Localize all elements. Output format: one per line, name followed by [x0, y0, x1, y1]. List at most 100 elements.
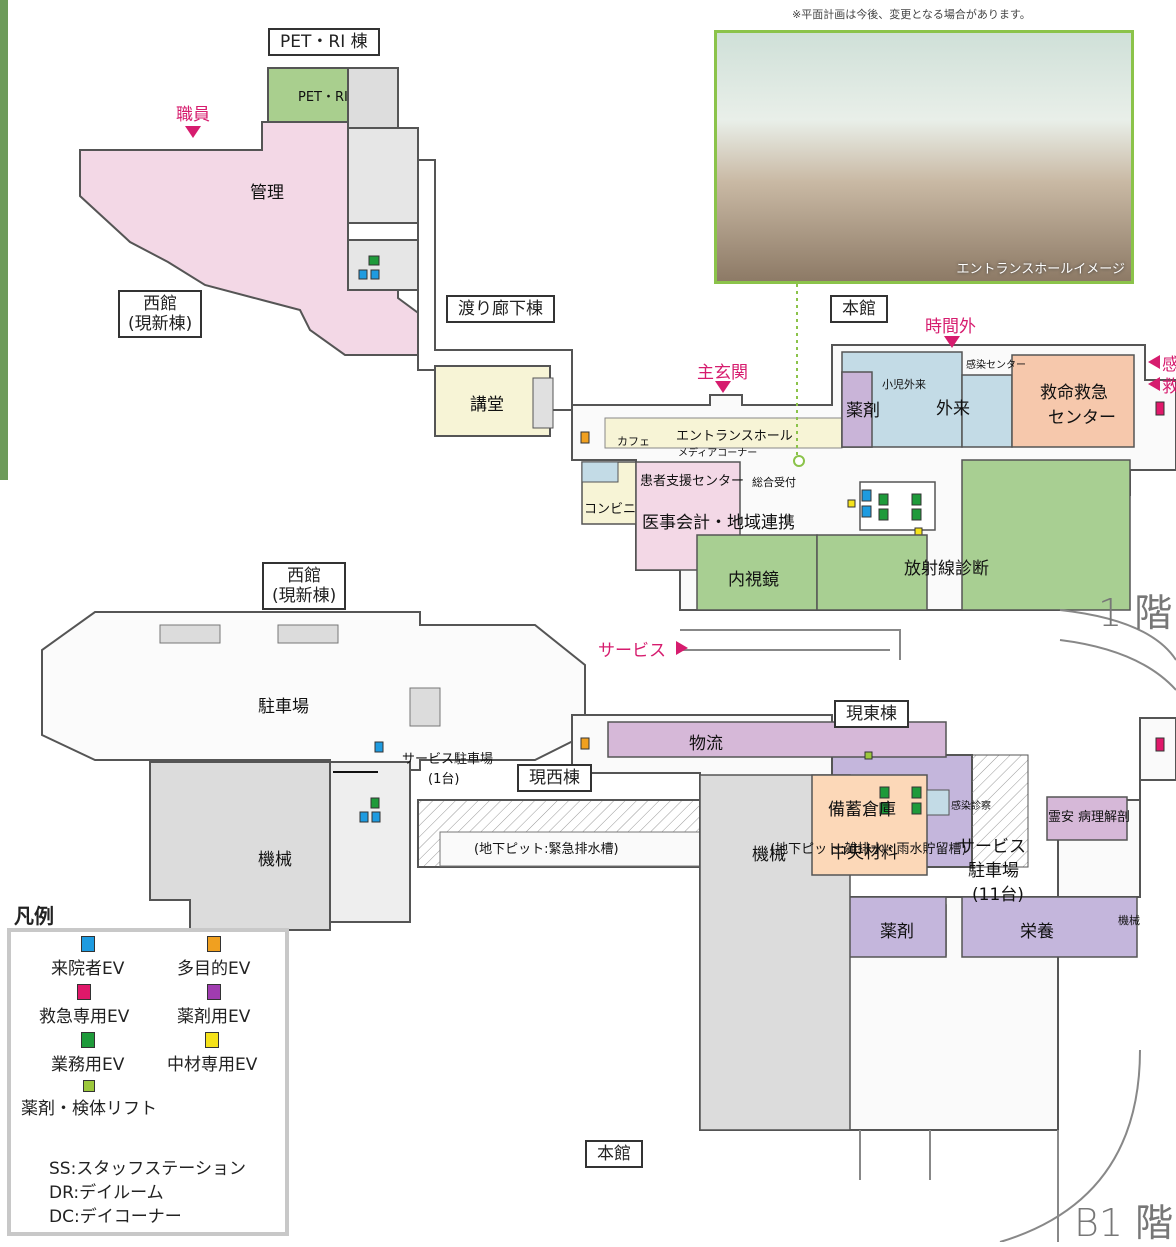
main-building-label: 本館 [830, 295, 888, 323]
b1-west-building-label: 西館 (現新棟) [262, 562, 347, 610]
side-entrance-label-2: 救 [1162, 377, 1176, 397]
legend-label-service-ev: 業務用EV [51, 1055, 125, 1075]
auditorium-area [434, 365, 551, 437]
central-supply-area [811, 774, 928, 876]
room-infection-exam: 感染診察 [951, 801, 991, 812]
side-entrance-arrow-2 [1148, 377, 1160, 391]
legend-label-sterile-ev: 中材専用EV [167, 1055, 258, 1075]
service-entrance-label: サービス [598, 641, 666, 661]
corridor-building-label: 渡り廊下棟 [446, 295, 555, 323]
side-entrance-label-1: 感 [1162, 355, 1176, 375]
room-pathology: 病理解剖 [1078, 810, 1131, 825]
endoscopy-area [696, 534, 818, 611]
b1-west-building-label-line2: (現新棟) [272, 586, 337, 606]
room-radiology: 放射線診断 [904, 559, 989, 579]
room-mortuary: 霊安 [1048, 810, 1075, 825]
legend-item-emergency-ev: 救急専用EV [39, 984, 129, 1027]
b1-west-building-label-line1: 西館 [287, 566, 322, 586]
room-nutrition: 栄養 [1020, 922, 1054, 942]
room-endoscopy: 内視鏡 [728, 570, 779, 590]
legend-label-multipurpose-ev: 多目的EV [177, 959, 251, 979]
pet-ri-building-label: PET・RI 棟 [268, 28, 380, 56]
room-pediatric: 小児外来 [882, 378, 926, 391]
room-storage: 備蓄倉庫 [828, 800, 896, 820]
legend-label-pharmacy-ev: 薬剤用EV [177, 1007, 251, 1027]
room-pharmacy-1f: 薬剤 [846, 401, 880, 421]
landscape-strip [0, 0, 8, 480]
room-machinery-east: 機械 [1118, 914, 1140, 927]
room-service-parking-line1: サービス [958, 837, 1026, 857]
legend-item-pharmacy-ev: 薬剤用EV [177, 984, 250, 1027]
room-convenience: コンビニ [584, 502, 637, 517]
legend-title: 凡例 [14, 904, 54, 928]
room-entrance-hall: エントランスホール [676, 429, 793, 444]
room-pharmacy-b1: 薬剤 [880, 922, 914, 942]
legend-swatch-sterile-ev [205, 1032, 220, 1048]
current-east-building-label: 現東棟 [834, 700, 909, 728]
legend-box: 来院者EV 多目的EV 救急専用EV 薬剤用EV 業務用EV 中材専用EV 薬剤… [7, 928, 289, 1236]
current-west-building-label: 現西棟 [517, 764, 592, 792]
emergency-area [1011, 354, 1135, 448]
radiology-area [816, 534, 928, 611]
room-patient-support: 患者支援センター [640, 474, 745, 489]
room-auditorium: 講堂 [470, 395, 504, 415]
legend-swatch-visitor-ev [80, 936, 95, 952]
after-hours-label: 時間外 [925, 317, 976, 337]
legend-item-service-ev: 業務用EV [51, 1032, 124, 1075]
legend-swatch-pharmacy-ev [206, 984, 221, 1000]
service-road [680, 609, 1176, 691]
room-outpatient: 外来 [936, 399, 970, 419]
main-entrance-label: 主玄関 [697, 363, 748, 383]
legend-label-specimen-lift: 薬剤・検体リフト [21, 1099, 157, 1119]
legend-abbr-dr: DR:デイルーム [49, 1183, 164, 1203]
room-service-parking-small-line2: (1台) [428, 772, 460, 787]
west-building-label-line1: 西館 [143, 294, 178, 314]
legend-abbr-ss: SS:スタッフステーション [49, 1159, 246, 1179]
photo-caption: エントランスホールイメージ [956, 262, 1125, 277]
machinery-west-area [149, 761, 331, 931]
room-emergency-line2: センター [1048, 408, 1116, 428]
service-entrance-arrow [676, 641, 688, 655]
legend-swatch-multipurpose-ev [206, 936, 221, 952]
staff-entrance-arrow [185, 126, 201, 138]
staff-entrance-label: 職員 [176, 105, 210, 125]
pet-ri-area [267, 67, 349, 123]
legend-item-sterile-ev: 中材専用EV [167, 1032, 257, 1075]
parking-area [41, 611, 586, 771]
west-building-label: 西館 (現新棟) [118, 290, 203, 338]
room-machinery-west: 機械 [258, 850, 292, 870]
legend-label-visitor-ev: 来院者EV [51, 959, 125, 979]
room-cafe: カフェ [617, 435, 650, 448]
room-general-reception: 総合受付 [752, 476, 796, 489]
legend-abbr-dc: DC:デイコーナー [49, 1207, 182, 1227]
mortuary-area [1046, 796, 1128, 841]
after-hours-arrow [944, 336, 960, 348]
room-pet-ri: PET・RI [298, 90, 348, 105]
room-emergency-line1: 救命救急 [1040, 383, 1108, 403]
floor-b1-label: B1 階 [1074, 1201, 1174, 1245]
legend-item-specimen-lift: 薬剤・検体リフト [21, 1080, 157, 1119]
room-media-corner: メディアコーナー [678, 448, 758, 459]
legend-swatch-specimen-lift [83, 1080, 95, 1092]
room-infection-center: 感染センター [966, 360, 1026, 371]
legend-label-emergency-ev: 救急専用EV [39, 1007, 130, 1027]
main-entrance-arrow [715, 381, 731, 393]
side-entrance-arrow-1 [1148, 355, 1160, 369]
floor-1-label: 1 階 [1098, 591, 1173, 635]
entrance-hall-photo: エントランスホールイメージ [714, 30, 1134, 284]
legend-swatch-emergency-ev [77, 984, 92, 1000]
outpatient-area [961, 374, 1013, 448]
b1-service-road [859, 1049, 1141, 1242]
room-machinery-main: 機械 [752, 845, 786, 865]
legend-item-multipurpose-ev: 多目的EV [177, 936, 250, 979]
room-logistics: 物流 [689, 734, 723, 754]
entrance-hall-area [604, 417, 843, 449]
west-building-label-line2: (現新棟) [128, 314, 193, 334]
b1-main-building-label: 本館 [585, 1140, 643, 1168]
room-service-parking-small-line1: サービス駐車場 [402, 752, 494, 767]
room-central-supply: 中央材料 [830, 843, 898, 863]
room-accounting: 医事会計・地域連携 [642, 513, 795, 533]
room-emergency-drain: (地下ピット:緊急排水槽) [474, 842, 619, 857]
room-parking: 駐車場 [258, 697, 309, 717]
